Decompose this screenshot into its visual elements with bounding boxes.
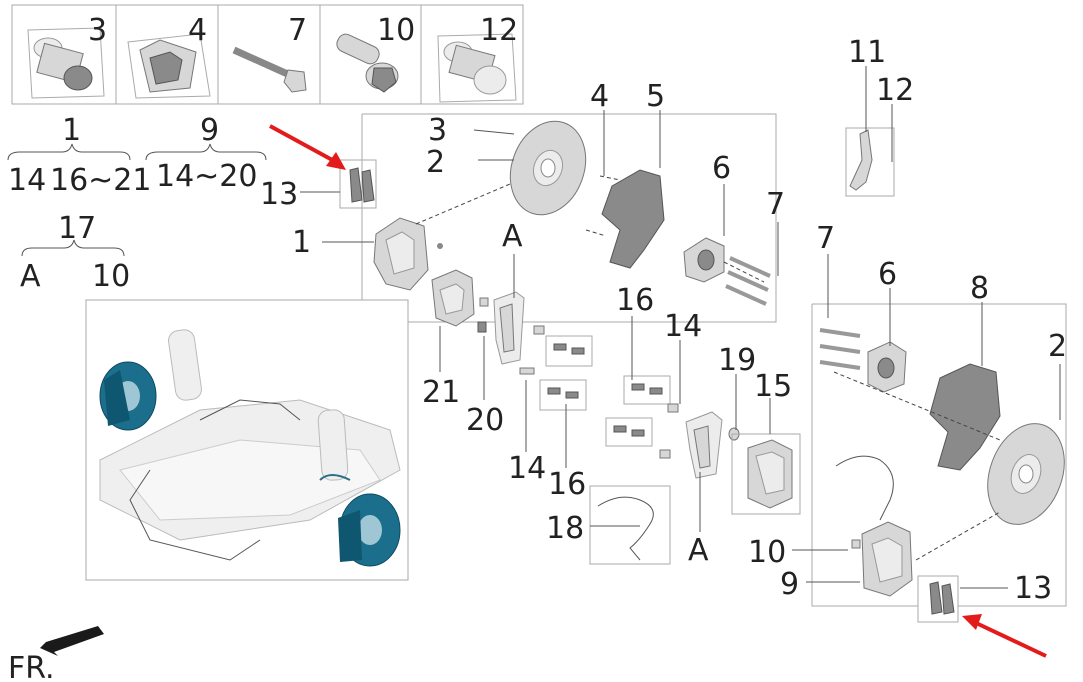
hub-bolts-right — [819, 328, 861, 370]
brake-disc-right — [987, 423, 1065, 525]
group-member: 10 — [92, 259, 130, 294]
front-arrow-icon — [40, 626, 104, 656]
front-subframe-illustration — [99, 329, 401, 567]
wear-sensor-18 — [589, 485, 671, 565]
thumbnail-label: 10 — [377, 13, 415, 48]
callout-16: 16 — [616, 283, 654, 318]
callout-18: 18 — [546, 511, 584, 546]
caliper-bracket-a-lower — [685, 411, 723, 479]
caliper-carrier-21 — [431, 269, 475, 327]
brake-pads-left — [339, 159, 377, 209]
caliper-15 — [731, 433, 801, 515]
group-label: 9 — [200, 113, 219, 148]
thumbnail-bolt-3: 3 — [27, 13, 107, 99]
thumbnail-strip: 3 4 7 10 12 — [11, 4, 524, 105]
group-member: 16~21 — [50, 163, 151, 198]
guide-pins — [477, 297, 545, 375]
callouts: 3 2 4 5 6 7 11 12 13 1 A 7 6 8 2 16 14 1… — [260, 35, 1067, 606]
callout-8: 8 — [970, 271, 989, 306]
callout-a-bottom: A — [688, 533, 709, 568]
thumbnail-label: 4 — [188, 13, 207, 48]
callout-11: 11 — [848, 35, 886, 70]
thumbnail-bolt-7: 7 — [232, 13, 307, 93]
sub-frame-panel — [85, 299, 409, 581]
caliper-9 — [835, 455, 913, 597]
brake-disc-left — [509, 120, 587, 216]
hardware-kit-upper — [545, 335, 593, 367]
dust-shield-left — [601, 169, 665, 269]
callout-21: 21 — [422, 375, 460, 410]
dust-shield-right — [929, 363, 1001, 471]
callout-7: 7 — [766, 187, 785, 222]
callout-20: 20 — [466, 403, 504, 438]
group-legend-9: 9 14~20 — [145, 113, 267, 194]
callout-13: 13 — [260, 177, 298, 212]
group-label: 17 — [58, 211, 96, 246]
callout-14-bottom: 14 — [508, 451, 546, 486]
callout-9: 9 — [780, 567, 799, 602]
red-arrow-lower — [962, 614, 1047, 658]
callout-1: 1 — [292, 225, 311, 260]
group-member: 14 — [8, 163, 46, 198]
group-legend-1: 1 14 16~21 — [7, 113, 151, 198]
callout-15: 15 — [754, 369, 792, 404]
callout-5: 5 — [646, 79, 665, 114]
group-label: 1 — [62, 113, 81, 148]
callout-6-right: 6 — [878, 257, 897, 292]
group-member: 14~20 — [156, 159, 257, 194]
hardware-kits-middle — [605, 375, 679, 459]
callout-16-bottom: 16 — [548, 467, 586, 502]
hardware-kit-lower — [539, 379, 587, 411]
hub-bolts-left — [725, 256, 771, 306]
assembly-lines — [415, 175, 1001, 561]
thumbnail-label: 3 — [88, 13, 107, 48]
caliper-left — [373, 217, 443, 291]
red-arrow-upper — [269, 124, 346, 170]
callout-10: 10 — [748, 535, 786, 570]
callout-13-right: 13 — [1014, 571, 1052, 606]
callout-19: 19 — [718, 343, 756, 378]
callout-2: 2 — [426, 145, 445, 180]
thumbnail-label: 7 — [288, 13, 307, 48]
wheel-hub-left — [683, 237, 725, 283]
front-label: FR. — [8, 651, 55, 682]
wheel-hub-right — [867, 341, 907, 393]
group-legend-17: 17 A 10 — [20, 211, 130, 294]
thumbnail-clip-4: 4 — [127, 13, 211, 99]
leader-lines — [300, 66, 1061, 589]
callout-14: 14 — [664, 309, 702, 344]
brake-pads-right — [917, 575, 959, 623]
thumbnail-screw-12: 12 — [437, 13, 518, 103]
callout-6: 6 — [712, 151, 731, 186]
callout-2-right: 2 — [1048, 329, 1067, 364]
highlighted-right-brake — [338, 493, 401, 567]
callout-7-right: 7 — [816, 221, 835, 256]
thumbnail-bolt-10: 10 — [336, 13, 415, 93]
sensor-small — [845, 127, 895, 197]
highlighted-left-brake — [99, 361, 157, 431]
thumbnail-label: 12 — [480, 13, 518, 48]
callout-12: 12 — [876, 73, 914, 108]
callout-a: A — [502, 219, 523, 254]
callout-4: 4 — [590, 79, 609, 114]
callout-3: 3 — [428, 113, 447, 148]
front-direction-indicator: FR. — [8, 626, 104, 682]
group-member: A — [20, 259, 41, 294]
caliper-bracket-a — [493, 291, 525, 365]
